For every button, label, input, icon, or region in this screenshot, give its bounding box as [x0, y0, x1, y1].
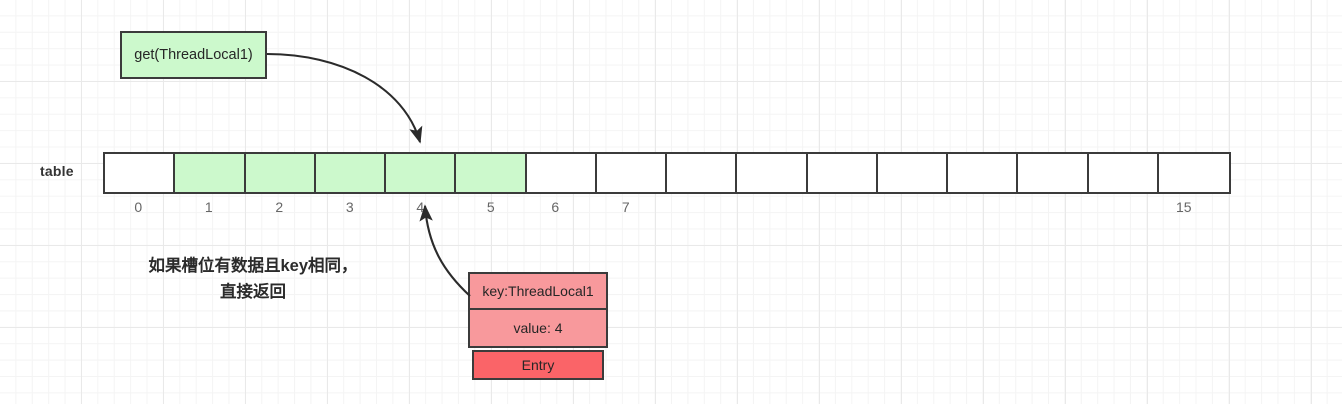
table-index-7: 7 — [621, 199, 630, 215]
table-label: table — [40, 163, 74, 179]
entry-value-label: value: 4 — [513, 320, 563, 336]
entry-block: key:ThreadLocal1 value: 4 Entry — [468, 272, 608, 380]
note-line-1: 如果槽位有数据且key相同， — [148, 257, 358, 275]
table-cell-10 — [807, 154, 878, 192]
table-index-5: 5 — [486, 199, 495, 215]
entry-type-box: Entry — [472, 350, 604, 380]
entry-value-row: value: 4 — [468, 310, 608, 348]
table-cell-5 — [456, 154, 527, 192]
table-cell-1 — [175, 154, 246, 192]
table-index-0: 0 — [134, 199, 143, 215]
get-threadlocal-box: get(ThreadLocal1) — [120, 31, 267, 79]
entry-key-row: key:ThreadLocal1 — [468, 272, 608, 310]
table-index-labels: 0 1 2 3 4 5 6 7 15 — [103, 199, 1231, 219]
table-cell-13 — [1018, 154, 1089, 192]
table-cell-3 — [315, 154, 386, 192]
note-line-2: 直接返回 — [220, 283, 286, 301]
table-cell-9 — [737, 154, 808, 192]
table-cell-0 — [105, 154, 176, 192]
table-cell-2 — [245, 154, 316, 192]
table-cell-8 — [667, 154, 738, 192]
table-cell-4 — [386, 154, 457, 192]
table-cell-6 — [526, 154, 597, 192]
arrow-entry-to-slot4 — [419, 204, 471, 297]
table-cell-12 — [948, 154, 1019, 192]
table-row — [103, 152, 1231, 194]
get-threadlocal-label: get(ThreadLocal1) — [134, 47, 253, 63]
entry-type-label: Entry — [521, 357, 555, 373]
table-index-6: 6 — [551, 199, 560, 215]
arrow-get-to-slot4 — [266, 52, 423, 144]
table-index-3: 3 — [345, 199, 354, 215]
table-cell-15 — [1158, 154, 1229, 192]
entry-key-label: key:ThreadLocal1 — [482, 283, 594, 299]
table-cell-7 — [596, 154, 667, 192]
table-index-1: 1 — [204, 199, 213, 215]
table-index-2: 2 — [275, 199, 284, 215]
note-text: 如果槽位有数据且key相同， 直接返回 — [113, 253, 393, 305]
table-index-15: 15 — [1175, 199, 1192, 215]
table-cell-14 — [1088, 154, 1159, 192]
table-index-4: 4 — [416, 199, 425, 215]
table-cell-11 — [877, 154, 948, 192]
